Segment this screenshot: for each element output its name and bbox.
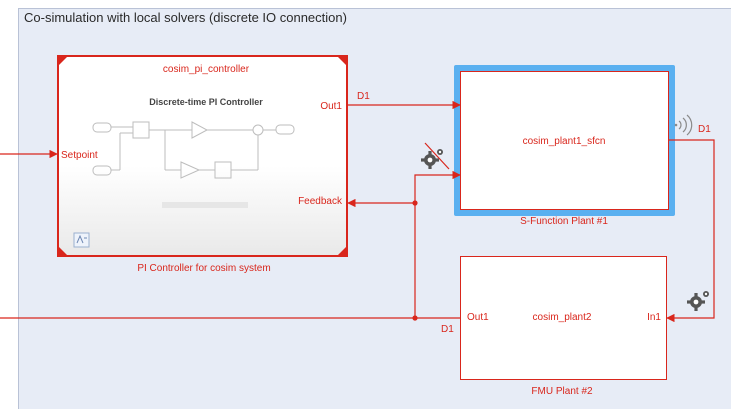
model-reference-icon — [73, 232, 90, 248]
branch-points — [412, 200, 418, 321]
controller-port-setpoint: Setpoint — [61, 150, 98, 161]
signal-lines — [0, 100, 715, 323]
rate-transition-slash — [424, 142, 450, 170]
inner-progress-bar — [162, 202, 248, 208]
fmu-plant-block[interactable] — [460, 256, 667, 380]
pi-controller-block[interactable] — [57, 55, 348, 257]
plant1-caption: S-Function Plant #1 — [520, 216, 608, 227]
gear-icon — [687, 291, 709, 311]
plant2-caption: FMU Plant #2 — [531, 386, 593, 397]
area-title: Co-simulation with local solvers (discre… — [24, 10, 347, 25]
subsystem-corner-marks — [59, 57, 346, 255]
pi-controller-schematic — [92, 121, 295, 179]
plant2-name: cosim_plant2 — [532, 312, 592, 323]
controller-title: cosim_pi_controller — [162, 64, 250, 75]
sfunction-plant-block[interactable] — [460, 71, 669, 210]
wireless-icon — [674, 114, 693, 136]
plant2-port-in: In1 — [647, 312, 661, 323]
signal-label-d1-bottom: D1 — [441, 324, 454, 335]
signal-label-d1-top: D1 — [357, 91, 370, 102]
plant1-name: cosim_plant1_sfcn — [522, 136, 606, 147]
gear-icon — [421, 149, 443, 169]
plant2-port-out: Out1 — [467, 312, 489, 323]
controller-caption: PI Controller for cosim system — [137, 263, 271, 274]
controller-port-out: Out1 — [320, 101, 342, 112]
controller-inner-title: Discrete-time PI Controller — [149, 97, 263, 107]
controller-port-feedback: Feedback — [298, 196, 342, 207]
signal-label-d1-right: D1 — [698, 124, 711, 135]
